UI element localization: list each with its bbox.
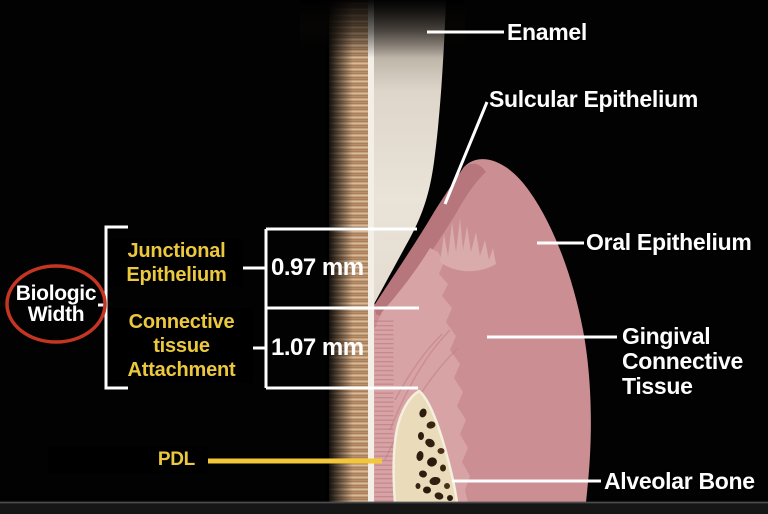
bone-trabeculae: [415, 408, 453, 501]
oral-epithelium-label: Oral Epithelium: [586, 229, 752, 255]
junctional-measurement: 0.97 mm: [271, 254, 364, 281]
biologic-width-circle: [5, 264, 107, 344]
junctional-epithelium-label: Junctional Epithelium: [110, 239, 243, 287]
rete-peg-fingers: [440, 218, 496, 272]
alveolar-bone-label: Alveolar Bone: [604, 468, 755, 494]
gingival-connective-tissue-label: Gingival Connective Tissue: [622, 323, 743, 399]
sulcular-epithelium-label: Sulcular Epithelium: [489, 86, 699, 112]
cementum-white-stripe: [368, 0, 375, 503]
enamel-label: Enamel: [507, 19, 588, 45]
sulcular-epithelium-leader-line: [443, 101, 489, 205]
bottom-frame-bar: [0, 501, 768, 514]
sulcular-junctional-band: [374, 163, 486, 316]
top-shadow-fade: [300, 0, 465, 58]
alveolar-bone-shape: [392, 389, 459, 505]
pdl-label: PDL: [48, 446, 208, 474]
connective-measurement: 1.07 mm: [271, 334, 364, 361]
pdl-fiber-striations: [374, 318, 394, 503]
left-shadow-fade: [326, 0, 353, 503]
connective-tissue-attachment-label: Connective tissue Attachment: [110, 308, 253, 383]
biologic-width-label: Biologic Width: [15, 282, 97, 326]
